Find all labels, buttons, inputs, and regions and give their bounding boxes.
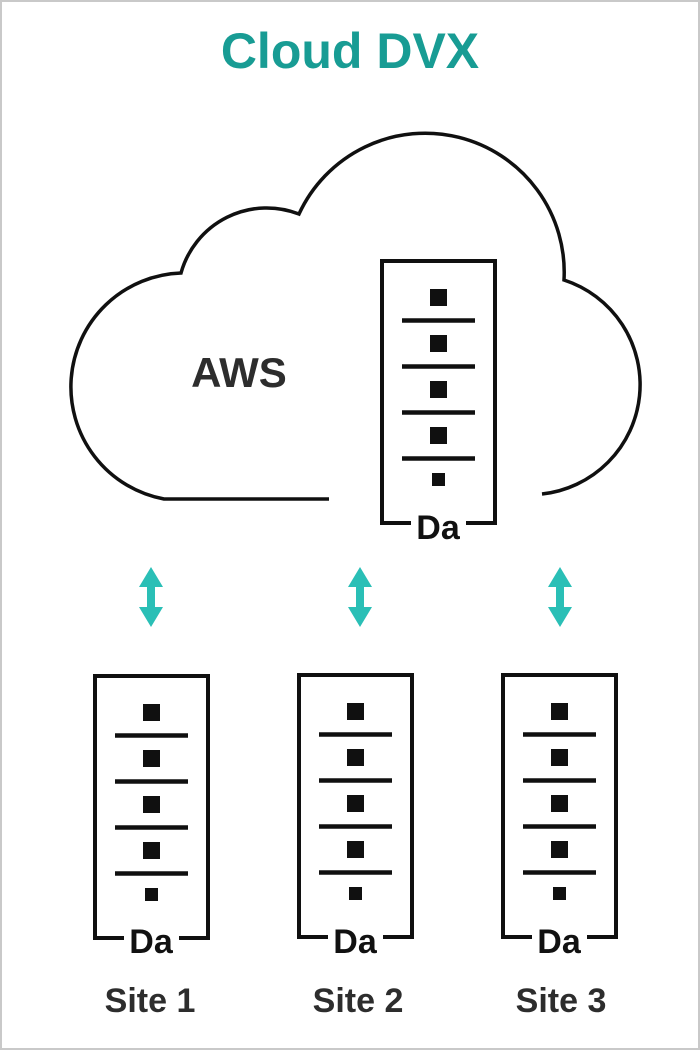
cloud-server-rack-icon [382,261,495,525]
site3-rack-label: Da [537,923,581,961]
site1-server-rack-icon [95,676,208,940]
diagram-title: Cloud DVX [220,23,480,79]
site2-rack-label: Da [333,923,377,961]
site2-server-rack-icon [299,675,412,939]
site1-rack-label: Da [129,923,173,961]
cloud-icon [69,131,642,501]
sync-arrow-icon-site2 [348,567,372,627]
site3-name-label: Site 3 [515,982,607,1020]
cloud-provider-label: AWS [191,349,287,396]
cloud-rack-label: Da [416,509,460,547]
sync-arrow-icon-site1 [139,567,163,627]
site2-name-label: Site 2 [312,982,404,1020]
sync-arrow-icon-site3 [548,567,572,627]
site3-server-rack-icon [503,675,616,939]
site1-name-label: Site 1 [104,982,196,1020]
